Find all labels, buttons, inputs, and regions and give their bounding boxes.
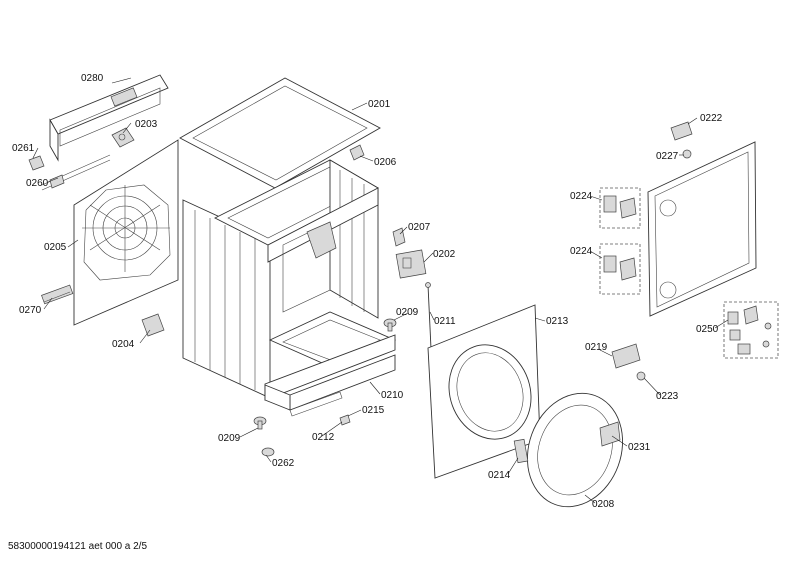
label-0261: 0261: [12, 143, 35, 154]
part-0261: [28, 155, 45, 171]
top-cover-part: [179, 77, 381, 189]
label-0212: 0212: [312, 432, 335, 443]
part-0262: [261, 447, 275, 457]
part-0223: [636, 371, 646, 381]
label-0206: 0206: [374, 157, 397, 168]
label-0219: 0219: [585, 342, 608, 353]
door-part: [526, 392, 624, 508]
part-0209-bottom: [253, 416, 267, 430]
label-0209-top: 0209: [396, 307, 419, 318]
group-0224-top: [599, 187, 641, 229]
label-0213: 0213: [546, 316, 569, 327]
label-0214: 0214: [488, 470, 511, 481]
label-0205: 0205: [44, 242, 67, 253]
document-code: 58300000194121 aet 000 a 2/5: [8, 541, 148, 552]
label-0211: 0211: [434, 316, 456, 327]
part-0270: [41, 284, 74, 305]
label-0231: 0231: [628, 442, 651, 453]
label-0270: 0270: [19, 305, 42, 316]
seal-frame-part: [647, 141, 757, 317]
part-labels: 0201 0202 0203 0204 0205 0206 0207 0208 …: [12, 73, 723, 510]
label-0262: 0262: [272, 458, 295, 469]
label-0227: 0227: [656, 151, 679, 162]
part-0204: [141, 313, 165, 337]
part-0207: [392, 227, 406, 247]
label-0207: 0207: [408, 222, 431, 233]
part-0222: [670, 121, 693, 141]
label-0260: 0260: [26, 178, 49, 189]
part-0227: [682, 149, 692, 159]
part-0209-top: [383, 318, 397, 332]
part-0219: [611, 343, 641, 369]
part-0202: [395, 249, 427, 279]
leader-lines: [32, 77, 729, 504]
label-0250: 0250: [696, 324, 719, 335]
label-0201: 0201: [368, 99, 391, 110]
label-0222: 0222: [700, 113, 723, 124]
part-0203: [111, 127, 135, 148]
cabinet-frame-part: [182, 159, 397, 401]
part-0212: [289, 391, 343, 417]
label-0224-bottom: 0224: [570, 246, 593, 257]
part-0260: [41, 154, 111, 191]
rear-panel-part: [73, 139, 179, 326]
label-0224-top: 0224: [570, 191, 593, 202]
label-0215: 0215: [362, 405, 385, 416]
group-0250: [723, 301, 779, 359]
service-panel-part: [49, 74, 169, 162]
part-0214: [513, 438, 529, 464]
part-0215: [339, 414, 351, 426]
part-0206: [349, 144, 365, 161]
group-0224-bottom: [599, 243, 641, 295]
label-0208: 0208: [592, 499, 615, 510]
label-0203: 0203: [135, 119, 158, 130]
label-0280: 0280: [81, 73, 104, 84]
label-0210: 0210: [381, 390, 404, 401]
label-0204: 0204: [112, 339, 135, 350]
label-0223: 0223: [656, 391, 679, 402]
label-0209-bottom: 0209: [218, 433, 241, 444]
kick-panel-0210: [264, 354, 396, 411]
label-0202: 0202: [433, 249, 456, 260]
